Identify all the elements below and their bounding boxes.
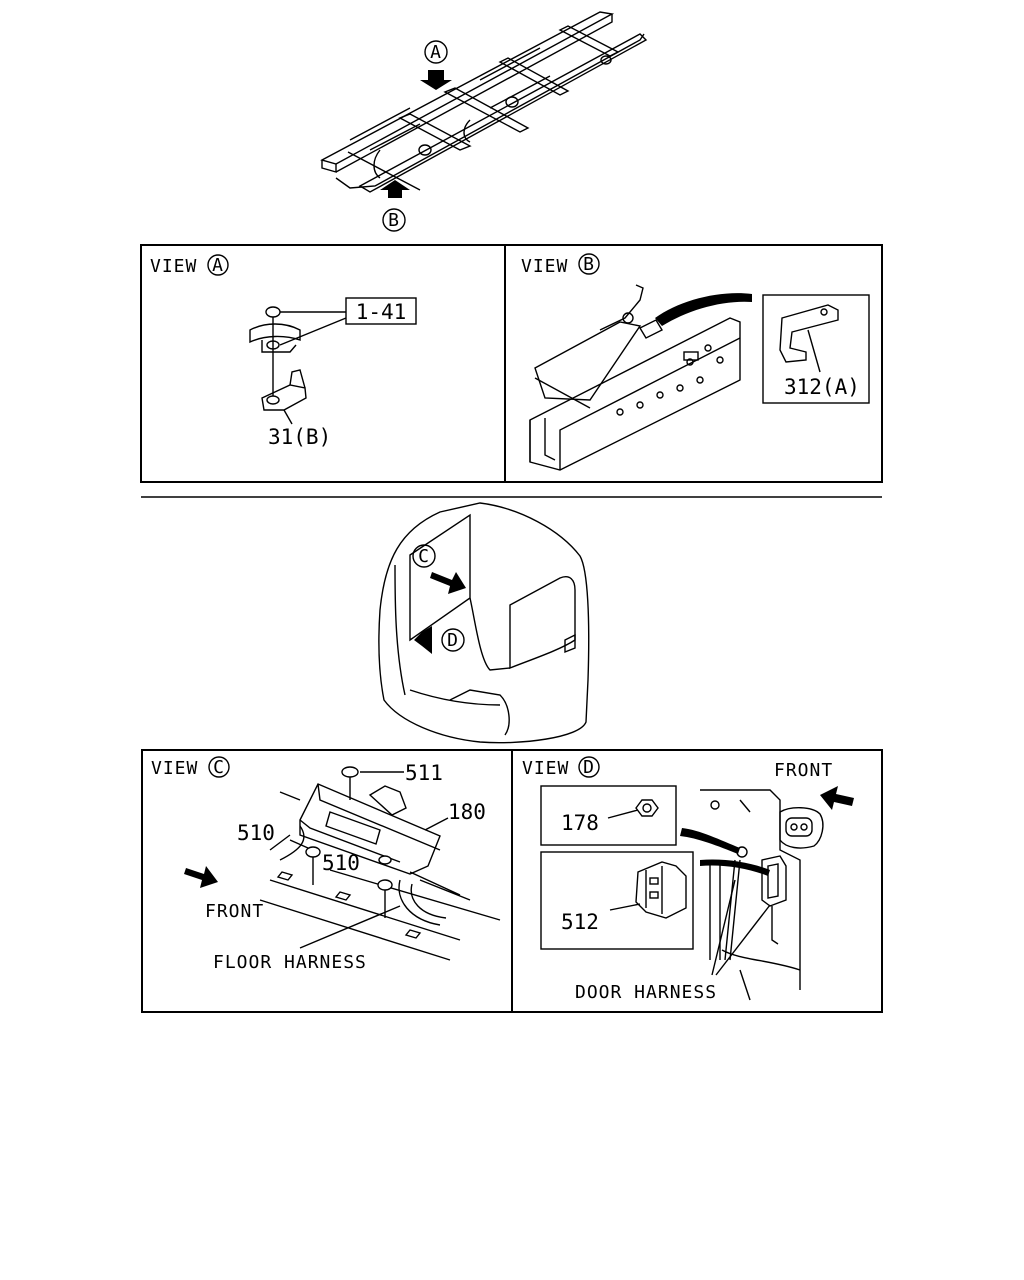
view-a: VIEW A 1-41 31(B)	[150, 254, 417, 449]
view-d-circle-label: D	[583, 757, 595, 778]
part-511-label: 511	[405, 761, 443, 785]
nut-icon	[265, 306, 281, 318]
nut-510-upper-icon	[305, 846, 321, 858]
callout-c-label: C	[418, 546, 430, 567]
arrow-a-icon	[420, 70, 452, 90]
front-label-c: FRONT	[205, 901, 264, 922]
part-31b-label: 31(B)	[268, 425, 331, 449]
arrow-b-icon	[380, 180, 410, 198]
door-harness-grommet-icon	[761, 855, 787, 907]
inset-312a-box	[762, 294, 870, 404]
callout-c: C	[412, 544, 436, 568]
arrow-c-icon	[430, 572, 466, 594]
callout-b-label: B	[388, 210, 400, 231]
floor-harness-label: FLOOR HARNESS	[213, 952, 367, 973]
nut-510-lower-icon	[377, 879, 393, 891]
view-b-title: VIEW	[521, 256, 568, 277]
grommet-178-icon	[635, 799, 659, 817]
part-180-label: 180	[448, 800, 486, 824]
ref-box-1-41	[345, 297, 417, 325]
callout-b: B	[382, 208, 406, 232]
view-c-circle-label: C	[213, 757, 225, 778]
front-label-d: FRONT	[774, 760, 833, 781]
view-a-title: VIEW	[150, 256, 197, 277]
view-b-circle-label: B	[583, 254, 595, 275]
view-c: VIEW C 511 180 510 510 FR	[151, 756, 501, 973]
view-d-title: VIEW	[522, 758, 569, 779]
cover-512-icon	[635, 861, 687, 919]
part-312a-label: 312(A)	[784, 375, 860, 399]
inset-178-box	[540, 785, 677, 846]
view-c-title: VIEW	[151, 758, 198, 779]
front-arrow-d-icon	[820, 786, 854, 810]
bolt-511-icon	[341, 766, 359, 778]
door-harness-label: DOOR HARNESS	[575, 982, 717, 1003]
part-178-label: 178	[561, 811, 599, 835]
view-d: VIEW D FRONT 178 512	[522, 756, 854, 1003]
callout-d-label: D	[447, 630, 459, 651]
callout-a-label: A	[430, 42, 442, 63]
chassis-frame-illustration	[320, 11, 648, 198]
view-ab-panel	[140, 244, 883, 483]
view-a-circle-label: A	[212, 255, 224, 276]
part-510-upper-label: 510	[237, 821, 275, 845]
arrow-d-icon	[414, 626, 432, 654]
part-510-lower-label: 510	[322, 851, 360, 875]
cab-illustration	[378, 502, 590, 744]
inset-512-box	[540, 851, 694, 950]
ref-1-41-label: 1-41	[356, 300, 407, 324]
callout-d: D	[441, 628, 465, 652]
front-arrow-c-icon	[184, 866, 218, 888]
view-b: VIEW B 312(A)	[521, 253, 870, 471]
callout-a: A	[424, 40, 448, 64]
part-512-label: 512	[561, 910, 599, 934]
